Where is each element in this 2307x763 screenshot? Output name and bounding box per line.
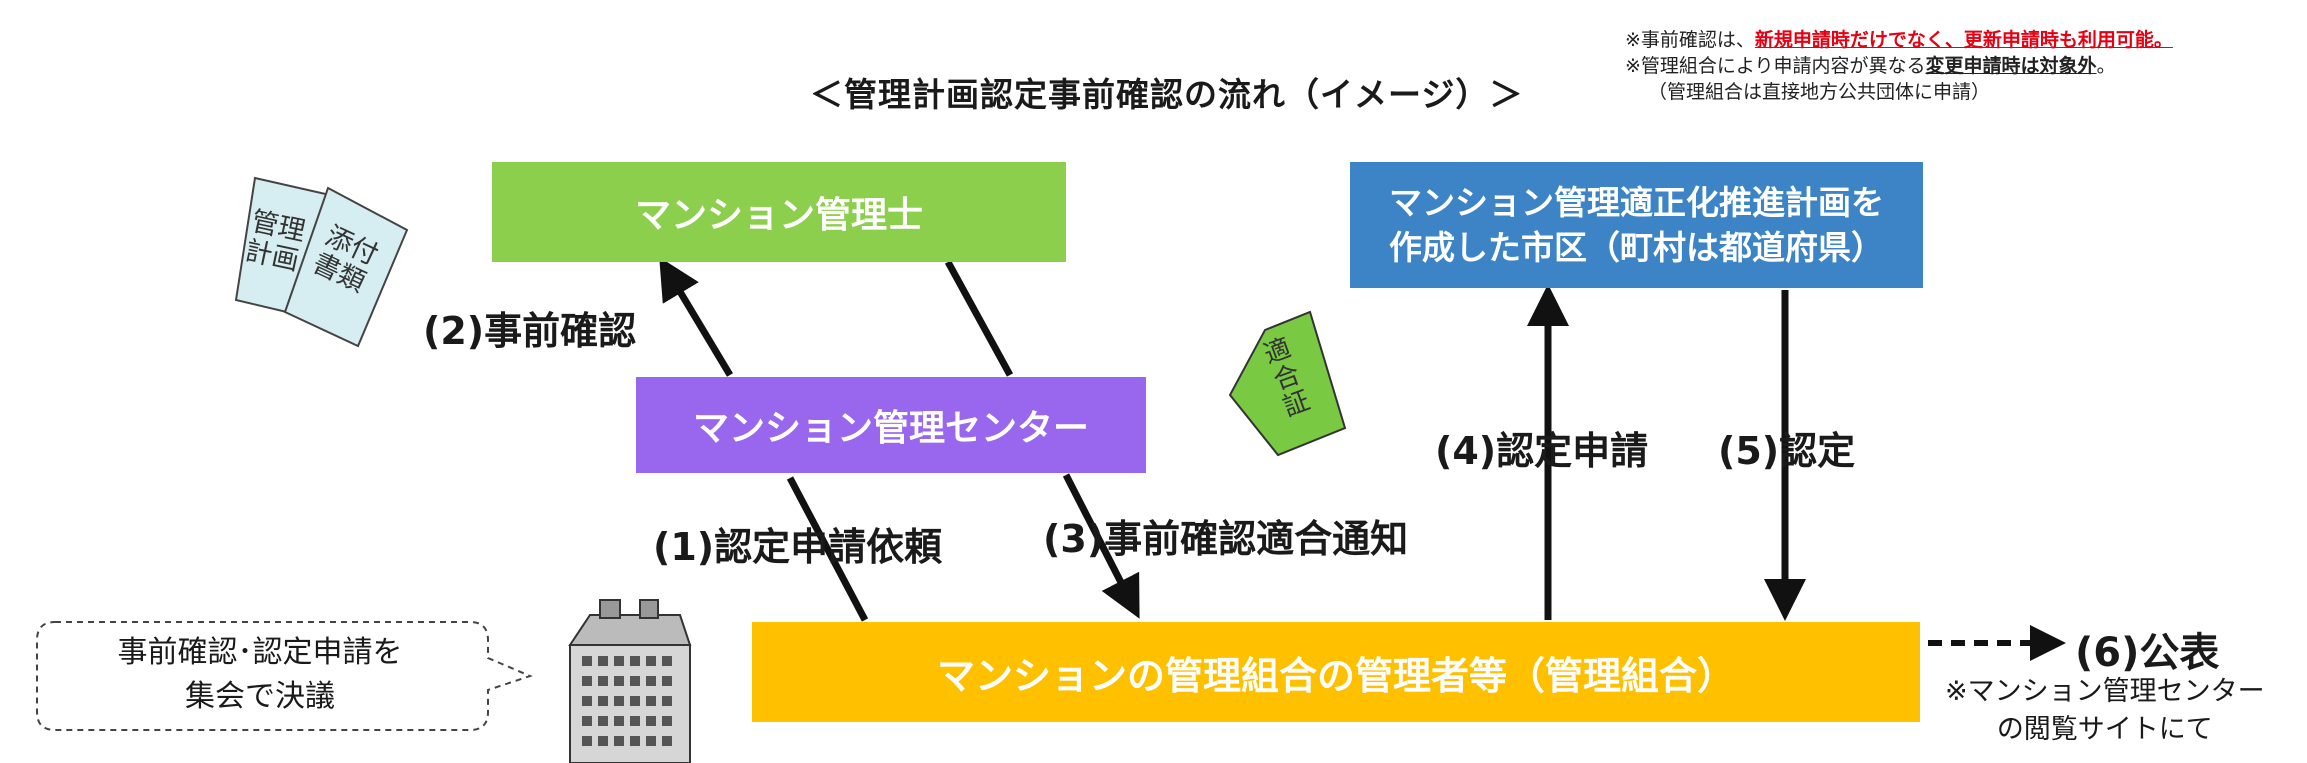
speech-bubble-shape	[36, 621, 533, 731]
city-box-line1: マンション管理適正化推進計画を	[1389, 183, 1884, 222]
step1-label: (1)認定申請依頼	[653, 525, 943, 569]
note-line-2: ※管理組合により申請内容が異なる変更申請時は対象外。	[1625, 55, 2116, 77]
step4-label: (4)認定申請	[1435, 429, 1649, 473]
resolution-speech-bubble: 事前確認･認定申請を 集会で決議	[30, 620, 490, 730]
arrow-step2	[659, 256, 734, 377]
diagram-title: ＜管理計画認定事前確認の流れ（イメージ）＞	[810, 75, 1524, 114]
step5-label: (5)認定	[1718, 429, 1856, 473]
step3-label: (3)事前確認適合通知	[1043, 517, 1409, 561]
certificate-icon	[1228, 310, 1347, 457]
attachment-document-icon	[283, 186, 409, 348]
bubble-line2: 集会で決議	[185, 679, 335, 714]
note-highlight-red: 新規申請時だけでなく、更新申請時も利用可能。	[1754, 29, 2173, 51]
apartment-building-icon	[568, 599, 692, 763]
arrow-step3-lower	[1062, 473, 1140, 619]
note-line-3: （管理組合は直接地方公共団体に申請）	[1648, 81, 1991, 103]
bubble-line1: 事前確認･認定申請を	[117, 635, 403, 670]
step2-label: (2)事前確認	[423, 309, 637, 353]
arrow-step1-line	[786, 476, 869, 622]
arrow-step3-upper	[944, 260, 1014, 377]
city-box: マンション管理適正化推進計画を 作成した市区（町村は都道府県）	[1350, 162, 1923, 288]
note-line-1: ※事前確認は、新規申請時だけでなく、更新申請時も利用可能。	[1625, 29, 2173, 51]
association-box: マンションの管理組合の管理者等（管理組合）	[752, 622, 1920, 722]
city-box-line2: 作成した市区（町村は都道府県）	[1389, 228, 1884, 267]
management-center-box: マンション管理センター	[636, 377, 1146, 473]
step6-label: (6)公表	[2075, 630, 2220, 676]
note-highlight-underline: 変更申請時は対象外	[1925, 55, 2097, 77]
step6-note: ※マンション管理センター の閲覧サイトにて	[1945, 676, 2265, 745]
kanrishi-box: マンション管理士	[492, 162, 1066, 262]
